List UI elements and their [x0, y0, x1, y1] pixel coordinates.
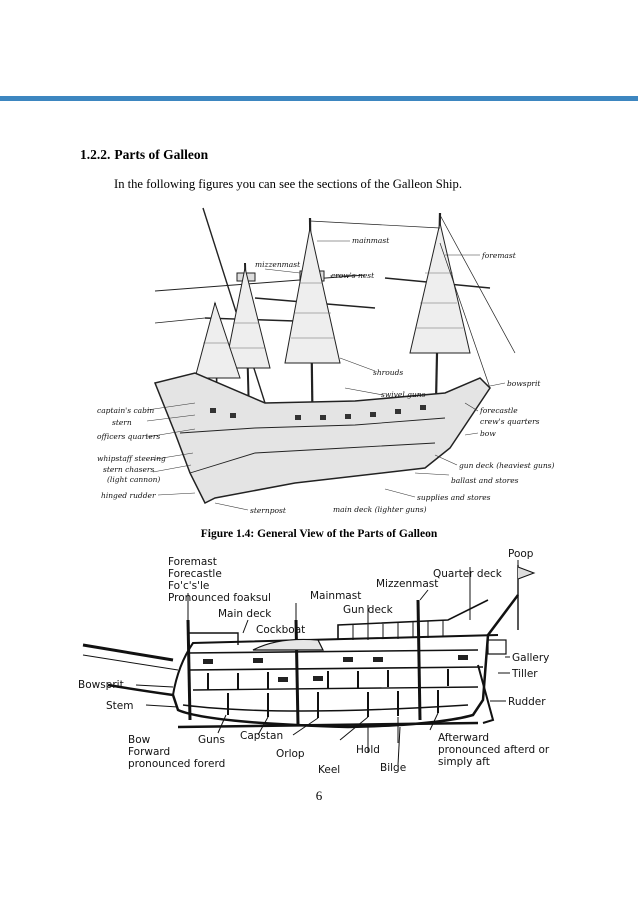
label-officers-quarters: officers quarters [97, 432, 160, 441]
label-mizzenmast: mizzenmast [255, 260, 301, 269]
label-mainmast: mainmast [352, 236, 390, 245]
label-ballast: ballast and stores [451, 476, 519, 485]
label-afterward: Afterward [438, 732, 489, 744]
label-stern-chasers: stern chasers [103, 465, 154, 474]
label-gun-deck: gun deck (heaviest guns) [459, 461, 555, 470]
section-title: Parts of Galleon [114, 147, 209, 162]
label-bow: Bow [128, 734, 151, 746]
label-main-deck: Main deck [218, 608, 272, 620]
galleon-illustration: mainmast foremast mizzenmast crow's nest… [97, 207, 555, 515]
label-rudder: Rudder [508, 696, 546, 708]
label-sternpost: sternpost [250, 506, 287, 515]
label-stem: Stem [106, 700, 133, 712]
label-foremast: foremast [481, 251, 517, 260]
label-hinged-rudder: hinged rudder [101, 491, 156, 500]
label-pronounced-afterd: pronounced afterd or [438, 744, 550, 756]
label-foremast: Foremast [168, 556, 217, 568]
label-forward: Forward [128, 746, 170, 758]
label-light-cannon: (light cannon) [107, 475, 160, 484]
intro-paragraph: In the following figures you can see the… [114, 177, 462, 191]
label-crews-quarters: crew's quarters [480, 417, 540, 426]
galleon-cross-section: Poop Foremast Forecastle Fo'c's'le Prono… [78, 548, 550, 776]
label-whipstaff: whipstaff steering [97, 454, 166, 463]
label-forecastle: forecastle [479, 406, 518, 415]
section-heading: 1.2.2.Parts of Galleon [80, 147, 208, 163]
section-number: 1.2.2. [80, 147, 111, 162]
label-gun-deck: Gun deck [343, 604, 394, 616]
label-stern: stern [112, 418, 132, 427]
label-shrouds: shrouds [373, 368, 403, 377]
label-supplies: supplies and stores [417, 493, 491, 502]
label-bow: bow [480, 429, 496, 438]
figure-caption: Figure 1.4: General View of the Parts of… [200, 528, 438, 540]
label-poop: Poop [508, 548, 534, 560]
label-hold: Hold [356, 744, 380, 756]
label-mizzenmast: Mizzenmast [376, 578, 438, 590]
header-rule [0, 96, 638, 101]
label-focsle: Fo'c's'le [168, 580, 209, 592]
label-bowsprit: Bowsprit [78, 679, 124, 691]
label-bowsprit: bowsprit [507, 379, 541, 388]
label-main-deck: main deck (lighter guns) [333, 505, 427, 514]
label-tiller: Tiller [511, 668, 538, 680]
label-quarter-deck: Quarter deck [433, 568, 503, 580]
label-captains-cabin: captain's cabin [97, 406, 154, 415]
label-crows-nest: crow's nest [331, 271, 375, 280]
label-guns: Guns [198, 734, 225, 746]
label-forecastle: Forecastle [168, 568, 222, 580]
label-cockboat: Cockboat [256, 624, 305, 636]
page-number: 6 [315, 788, 323, 803]
label-capstan: Capstan [240, 730, 283, 742]
label-pronounced-forerd: pronounced forerd [128, 758, 225, 770]
label-swivel-guns: swivel guns [381, 390, 426, 399]
label-mainmast: Mainmast [310, 590, 361, 602]
label-bilge: Bilge [380, 762, 406, 774]
label-pronounced-foaksul: Pronounced foaksul [168, 592, 271, 604]
label-gallery: Gallery [512, 652, 549, 664]
label-keel: Keel [318, 764, 340, 776]
label-orlop: Orlop [276, 748, 305, 760]
label-simply-aft: simply aft [438, 756, 490, 768]
